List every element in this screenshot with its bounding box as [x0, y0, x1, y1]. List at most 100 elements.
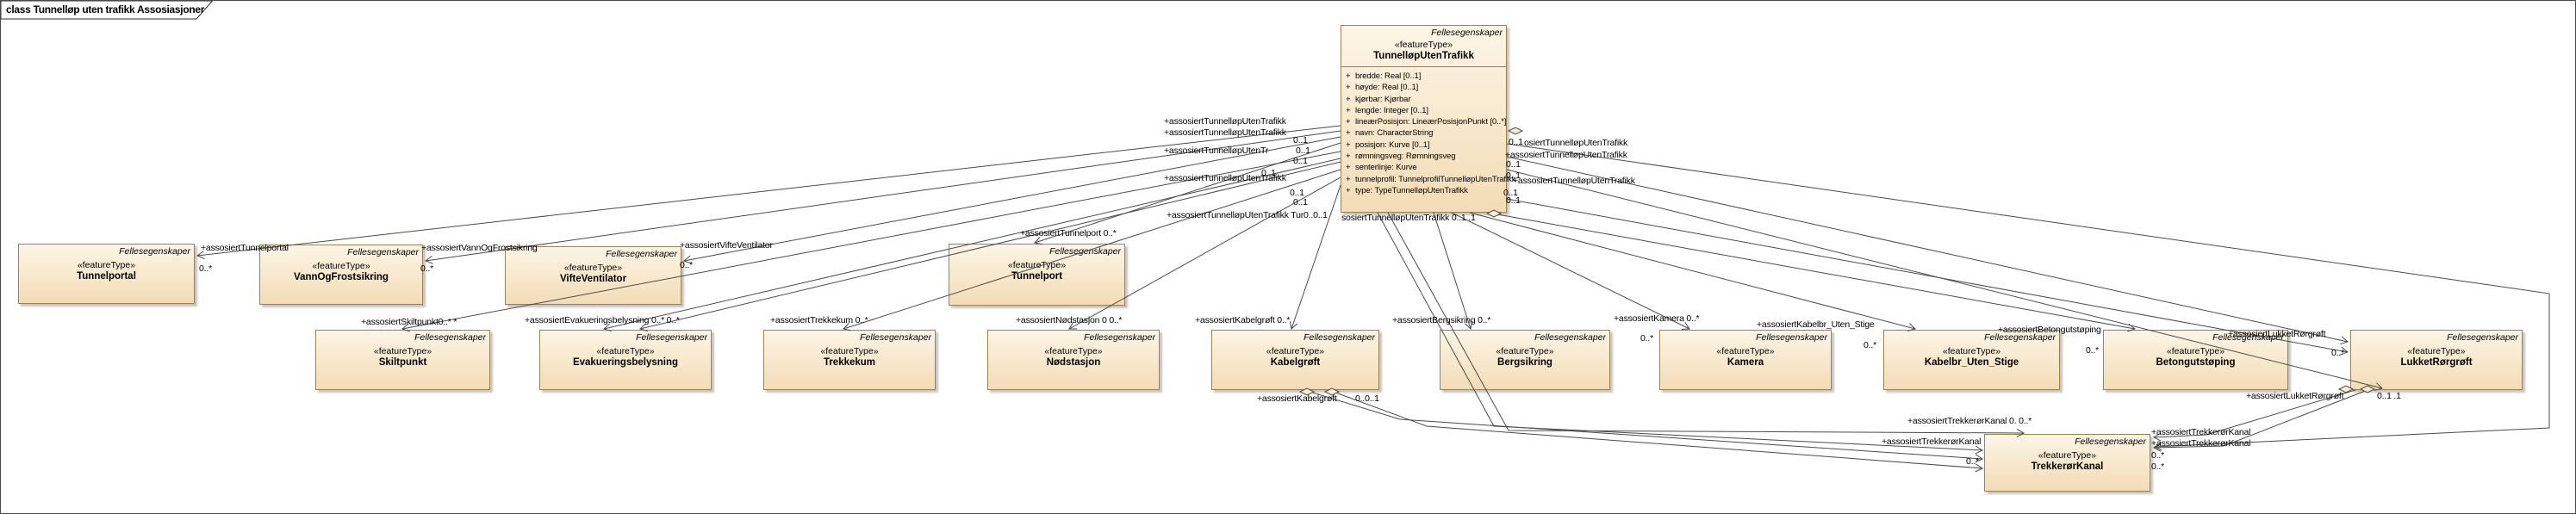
- attribute-row: + navn: CharacterString: [1346, 127, 1505, 139]
- class-name: Skiltpunkt: [378, 357, 427, 368]
- attribute-text: senterlinje: Kurve: [1355, 163, 1417, 173]
- class-box-tunnelportal[interactable]: Fellesegenskaper «featureType»Tunnelporta…: [18, 244, 195, 304]
- stereotype-label: «featureType»: [373, 346, 432, 356]
- stereotype-label: «featureType»: [2166, 346, 2225, 356]
- class-name: Tunnelportal: [77, 271, 136, 282]
- stereotype-label: «featureType»: [1496, 346, 1554, 356]
- class-box-tunnelport[interactable]: Fellesegenskaper«featureType»Tunnelport: [949, 244, 1125, 306]
- package-label: Fellesegenskaper: [860, 332, 931, 343]
- attribute-text: navn: CharacterString: [1355, 128, 1434, 139]
- association-label: +assosiertTrekkekum 0..*: [770, 315, 868, 325]
- stereotype-label: «featureType»: [1266, 346, 1325, 356]
- association-label: +assosiertLukketRørgrøft: [2228, 329, 2326, 339]
- visibility-plus: +: [1346, 117, 1351, 127]
- class-box-kabelgroft[interactable]: Fellesegenskaper «featureType»Kabelgrøft: [1211, 330, 1379, 390]
- attribute-text: posisjon: Kurve [0..1]: [1355, 139, 1430, 150]
- package-label: Fellesegenskaper: [1431, 28, 1503, 38]
- association-label: sosiertTunnelløpUtenTrafikk 0..1 .1: [1341, 213, 1476, 223]
- association-label: 0..0..1: [1355, 393, 1379, 404]
- association-label: +assosiertTrekkerørKanal: [2151, 438, 2251, 449]
- class-box-kabelbr-uten-stige[interactable]: Fellesegenskaper«featureType»Kabelbr_Ute…: [1883, 330, 2060, 390]
- association-label: 0..*: [199, 263, 212, 274]
- association-label: +assosiertKabelgrøft: [1257, 393, 1337, 404]
- visibility-plus: +: [1346, 71, 1351, 81]
- class-name: LukketRørgrøft: [2400, 357, 2473, 368]
- association-label: +assosiertTrekkerørKanal: [2151, 427, 2251, 437]
- attribute-row: + type: TypeTunnelløpUtenTrafikk: [1346, 185, 1505, 196]
- visibility-plus: +: [1346, 185, 1351, 195]
- stereotype-label: «featureType»: [1716, 346, 1775, 356]
- association-edge: [1506, 143, 2550, 451]
- association-label: +assosiertTunnelløpUtenTr: [1164, 146, 1269, 156]
- class-box-skiltpunkt[interactable]: Fellesegenskaper «featureType»Skiltpunkt: [315, 330, 490, 390]
- visibility-plus: +: [1346, 163, 1351, 173]
- package-label: Fellesegenskaper: [2075, 437, 2146, 447]
- association-edge: [1487, 212, 2137, 332]
- class-box-vifteventilator[interactable]: Fellesegenskaper«featureType»VifteVentil…: [505, 246, 681, 305]
- attribute-row: + bredde: Real [0..1]: [1346, 71, 1505, 82]
- class-box-trekkerorkanal[interactable]: Fellesegenskaper«featureType»TrekkerørKa…: [1984, 434, 2150, 492]
- association-label: +assosiertSkiltpunkt0..* *: [361, 317, 457, 327]
- stereotype-label: «featureType»: [77, 260, 136, 270]
- diagram-title-tab: class Tunnelløp uten trafikk Assosiasjon…: [1, 1, 216, 20]
- attribute-row: +høyde: Real [0..1]: [1346, 82, 1505, 93]
- association-label: +assosiertTunnelløpUtenTrafikk: [1513, 176, 1635, 186]
- visibility-plus: +: [1346, 83, 1351, 93]
- package-label: Fellesegenskaper: [414, 332, 486, 343]
- stereotype-label: «featureType»: [2038, 450, 2097, 461]
- association-label: +assosiertTrekkerørKanal 0. 0..*: [1907, 416, 2032, 426]
- attribute-text: type: TypeTunnelløpUtenTrafikk: [1355, 185, 1468, 195]
- package-label: Fellesegenskaper: [1049, 246, 1121, 257]
- class-name: Kabelgrøft: [1270, 357, 1321, 368]
- attribute-text: lengde: Integer [0..1]: [1355, 105, 1428, 115]
- class-name: Kamera: [1727, 357, 1764, 368]
- association-label: +assosiertNødstasjon 0 0..*: [1016, 315, 1123, 325]
- class-name: Bergsikring: [1497, 357, 1552, 368]
- class-box-lukketrorgroft[interactable]: Fellesegenskaper«featureType»LukketRørgr…: [2350, 330, 2523, 390]
- association-label: osiertTunnelløpUtenTrafikk: [1524, 138, 1628, 148]
- association-label: +assosiertKamera 0..*: [1614, 313, 1700, 324]
- package-label: Fellesegenskaper: [1534, 332, 1606, 343]
- association-label: +assosiertTunnelport 0..*: [1020, 228, 1117, 238]
- association-label: 0..1: [1509, 137, 1523, 147]
- attribute-row: +kjørbar: Kjørbar: [1346, 94, 1505, 105]
- visibility-plus: +: [1346, 128, 1351, 139]
- class-box-nodstasjon[interactable]: Fellesegenskaper«featureType»Nødstasjon: [987, 330, 1160, 390]
- class-box-vannogfrostsikring[interactable]: Fellesegenskaper«featureType»VannOgFrost…: [259, 245, 423, 305]
- class-name: TunnelløpUtenTrafikk: [1373, 51, 1474, 61]
- association-label: +assosiertTunnelportal: [201, 243, 289, 253]
- attribute-row: +rømningsveg: Rømningsveg: [1346, 151, 1505, 162]
- package-label: Fellesegenskaper: [119, 246, 190, 257]
- association-label: 0..1: [1506, 159, 1521, 170]
- visibility-plus: +: [1346, 105, 1351, 115]
- association-edge: [1451, 212, 1690, 331]
- stereotype-label: «featureType»: [596, 346, 655, 356]
- association-label: +assosiertVifteVentilator: [680, 240, 773, 251]
- class-box-trekkekum[interactable]: Fellesegenskaper«featureType»Trekkekum: [763, 330, 936, 390]
- class-box-bergsikring[interactable]: Fellesegenskaper «featureType»Bergsikring: [1440, 330, 1610, 390]
- association-edge: [1330, 390, 1984, 473]
- attribute-text: bredde: Real [0..1]: [1355, 71, 1422, 81]
- class-name: Nødstasjon: [1046, 357, 1101, 368]
- aggregation-diamond: [1507, 127, 1524, 135]
- package-label: Fellesegenskaper: [1304, 332, 1375, 343]
- association-label: 0..*: [1640, 333, 1653, 344]
- visibility-plus: +: [1346, 139, 1351, 150]
- association-label: +assosiertBergsikring 0..*: [1392, 315, 1491, 325]
- association-label: +assosiertTrekkerørKanal: [1882, 437, 1982, 447]
- association-label: 0..1: [1293, 156, 1308, 166]
- association-label: +assosiertTunnelløpUtenTrafikk: [1505, 150, 1627, 160]
- class-box-tunnellop-uten-trafikk[interactable]: Fellesegenskaper «featureType» Tunnelløp…: [1341, 25, 1515, 213]
- association-label: 0..*: [2086, 345, 2099, 356]
- attribute-row: +lineærPosisjon: LineærPosisjonPunkt [0.…: [1346, 116, 1506, 127]
- association-label: 0..1: [1296, 146, 1310, 156]
- association-edge: [1469, 212, 1916, 331]
- visibility-plus: +: [1346, 174, 1351, 184]
- class-box-kamera[interactable]: Fellesegenskaper«featureType»Kamera: [1659, 330, 1832, 390]
- association-label: 0..*: [2151, 450, 2164, 461]
- stereotype-label: «featureType»: [1007, 260, 1067, 270]
- class-box-evakueringsbelysning[interactable]: Fellesegenskaper«featureType»Evakuerings…: [539, 330, 712, 390]
- package-label: Fellesegenskaper: [1084, 332, 1155, 343]
- association-label: 0..1 .1: [2377, 391, 2401, 401]
